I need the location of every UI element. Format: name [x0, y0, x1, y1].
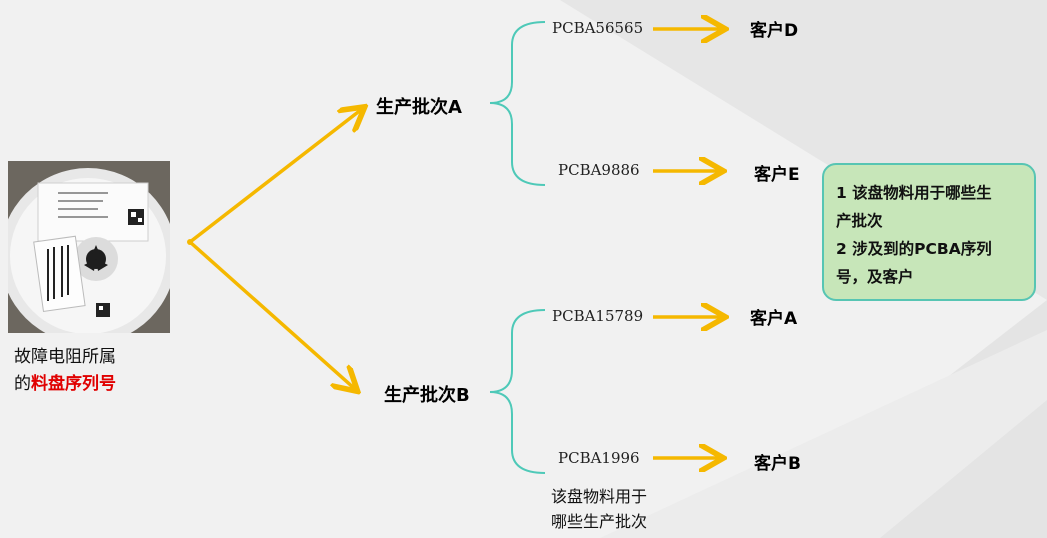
- note-line: 号，及客户: [836, 268, 914, 286]
- bottom-note-line2: 哪些生产批次: [551, 512, 648, 531]
- bottom-note: 该盘物料用于 哪些生产批次: [551, 484, 647, 534]
- bracket-batch-b: [489, 309, 546, 474]
- bracket-batch-a: [489, 21, 546, 186]
- arrow-to-batch-a: [188, 109, 362, 244]
- arrow-to-batch-b: [188, 240, 355, 389]
- batch-a-label: 生产批次A: [376, 97, 462, 118]
- note-line: 1 该盘物料用于哪些生: [836, 184, 992, 202]
- customer-label: 客户D: [750, 21, 799, 41]
- caption-line1: 故障电阻所属: [14, 347, 116, 367]
- note-line: 产批次: [836, 212, 883, 230]
- caption-highlight: 料盘序列号: [31, 374, 116, 394]
- bottom-note-line1: 该盘物料用于: [551, 487, 648, 506]
- caption-line2: 的料盘序列号: [14, 371, 116, 398]
- note-box: 1 该盘物料用于哪些生 产批次 2 涉及到的PCBA序列 号，及客户: [822, 163, 1036, 301]
- batch-b-label: 生产批次B: [384, 385, 470, 406]
- pcba-id: PCBA9886: [558, 161, 640, 179]
- reel-photo: [8, 161, 170, 333]
- pcba-id: PCBA56565: [552, 19, 644, 37]
- caption-prefix: 的: [14, 374, 31, 394]
- pcba-id: PCBA15789: [552, 307, 644, 325]
- customer-label: 客户B: [754, 454, 801, 474]
- pcba-id: PCBA1996: [558, 449, 640, 467]
- note-line: 2 涉及到的PCBA序列: [836, 240, 992, 258]
- photo-caption: 故障电阻所属 的料盘序列号: [14, 344, 116, 398]
- customer-label: 客户A: [750, 309, 798, 329]
- customer-label: 客户E: [754, 165, 800, 185]
